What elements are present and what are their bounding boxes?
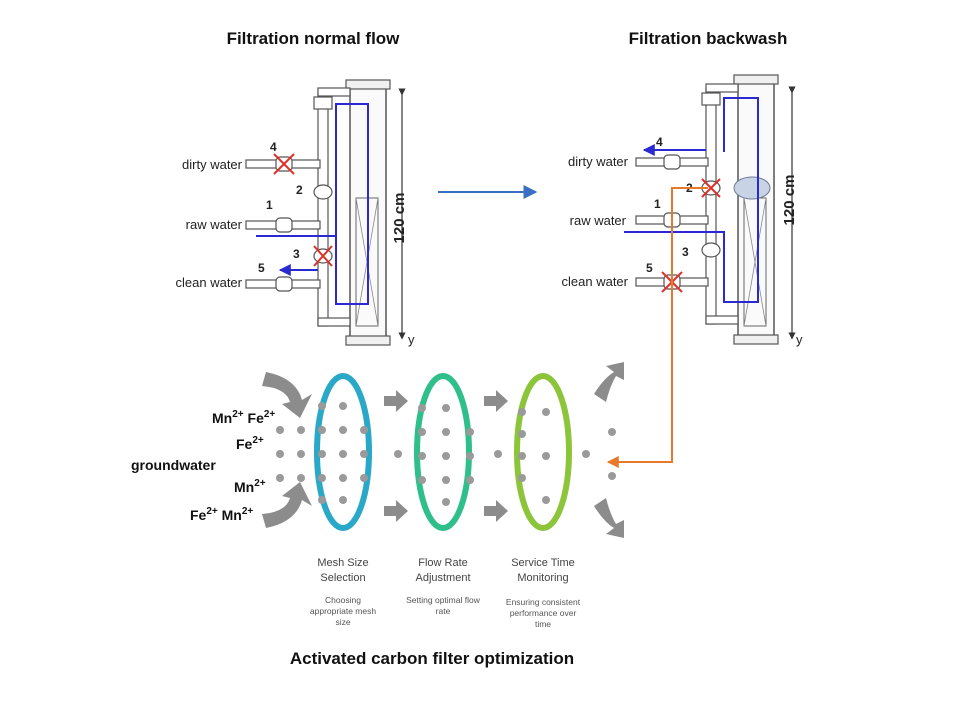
flow-arrow — [384, 390, 408, 412]
label-raw-water: raw water — [570, 213, 627, 228]
flow-arrow — [484, 390, 508, 412]
valve-label-1: 1 — [266, 198, 273, 212]
ion-label-row5: Fe2+ Mn2+ — [190, 506, 253, 523]
stage-service-time: Service Time Monitoring Ensuring consist… — [506, 557, 581, 629]
closed-valve-2-marker — [701, 178, 721, 198]
normal-flow-schematic: dirty water raw water clean water 4 2 1 … — [176, 79, 415, 347]
inflow-arrow-bottom — [262, 482, 312, 528]
svg-text:appropriate mesh: appropriate mesh — [310, 606, 376, 616]
backwash-bubble — [733, 176, 771, 200]
valve-label-4: 4 — [656, 135, 663, 149]
flow-arrow — [484, 500, 508, 522]
svg-text:performance over: performance over — [510, 608, 577, 618]
backwash-schematic: dirty water raw water clean water 4 2 1 … — [562, 74, 803, 347]
backwash-return-line — [606, 187, 708, 468]
label-dirty-water: dirty water — [182, 157, 243, 172]
stage-flow-rate: Flow Rate Adjustment Setting optimal flo… — [406, 557, 481, 616]
closed-valve-4-marker — [273, 153, 295, 175]
label-clean-water: clean water — [176, 275, 243, 290]
valve-label-2: 2 — [296, 183, 303, 197]
svg-text:Selection: Selection — [320, 572, 365, 584]
valve-2 — [313, 184, 333, 200]
svg-text:Choosing: Choosing — [325, 595, 361, 605]
mesh-size-ring — [314, 373, 372, 531]
valve-label-3: 3 — [293, 247, 300, 261]
label-raw-water: raw water — [186, 217, 243, 232]
bottom-title: Activated carbon filter optimization — [290, 649, 574, 668]
height-label: 120 cm — [391, 193, 408, 244]
flow-arrow — [384, 500, 408, 522]
y-axis-label: y — [796, 332, 803, 347]
valve-label-1: 1 — [654, 197, 661, 211]
ion-label-row1: Mn2+ Fe2+ — [212, 409, 275, 426]
svg-text:Service Time: Service Time — [511, 557, 575, 569]
svg-text:Ensuring consistent: Ensuring consistent — [506, 597, 581, 607]
inflow-arrow-top — [262, 372, 312, 418]
svg-text:size: size — [335, 617, 350, 627]
ion-label-row2: Fe2+ — [236, 435, 264, 452]
svg-text:Monitoring: Monitoring — [517, 572, 568, 584]
particle-dots — [276, 402, 616, 506]
valve-label-4: 4 — [270, 140, 277, 154]
ion-label-row4: Mn2+ — [234, 478, 266, 495]
svg-text:Setting optimal flow: Setting optimal flow — [406, 595, 481, 605]
label-dirty-water: dirty water — [568, 154, 629, 169]
valve-label-5: 5 — [646, 261, 653, 275]
valve-3 — [701, 242, 721, 258]
svg-text:Flow Rate: Flow Rate — [418, 557, 468, 569]
svg-text:time: time — [535, 619, 551, 629]
y-axis-label: y — [408, 332, 415, 347]
outflow-arrow-top — [594, 362, 624, 402]
valve-label-3: 3 — [682, 245, 689, 259]
filter-column — [737, 77, 775, 341]
stage-mesh-size: Mesh Size Selection Choosing appropriate… — [310, 557, 376, 627]
carbon-filter-schematic: Mn2+ Fe2+ Fe2+ groundwater Mn2+ Fe2+ Mn2… — [131, 362, 624, 629]
valve-label-5: 5 — [258, 261, 265, 275]
closed-valve-3-marker — [313, 245, 333, 267]
label-clean-water: clean water — [562, 274, 629, 289]
title-backwash: Filtration backwash — [629, 29, 788, 48]
height-label: 120 cm — [781, 175, 798, 226]
svg-text:Mesh Size: Mesh Size — [317, 557, 368, 569]
svg-text:rate: rate — [436, 606, 451, 616]
groundwater-label: groundwater — [131, 457, 216, 473]
outflow-arrow-bottom — [594, 498, 624, 538]
service-time-ring — [514, 373, 572, 531]
title-normal-flow: Filtration normal flow — [227, 29, 401, 48]
svg-text:Adjustment: Adjustment — [415, 572, 470, 584]
flow-rate-ring — [414, 373, 472, 531]
